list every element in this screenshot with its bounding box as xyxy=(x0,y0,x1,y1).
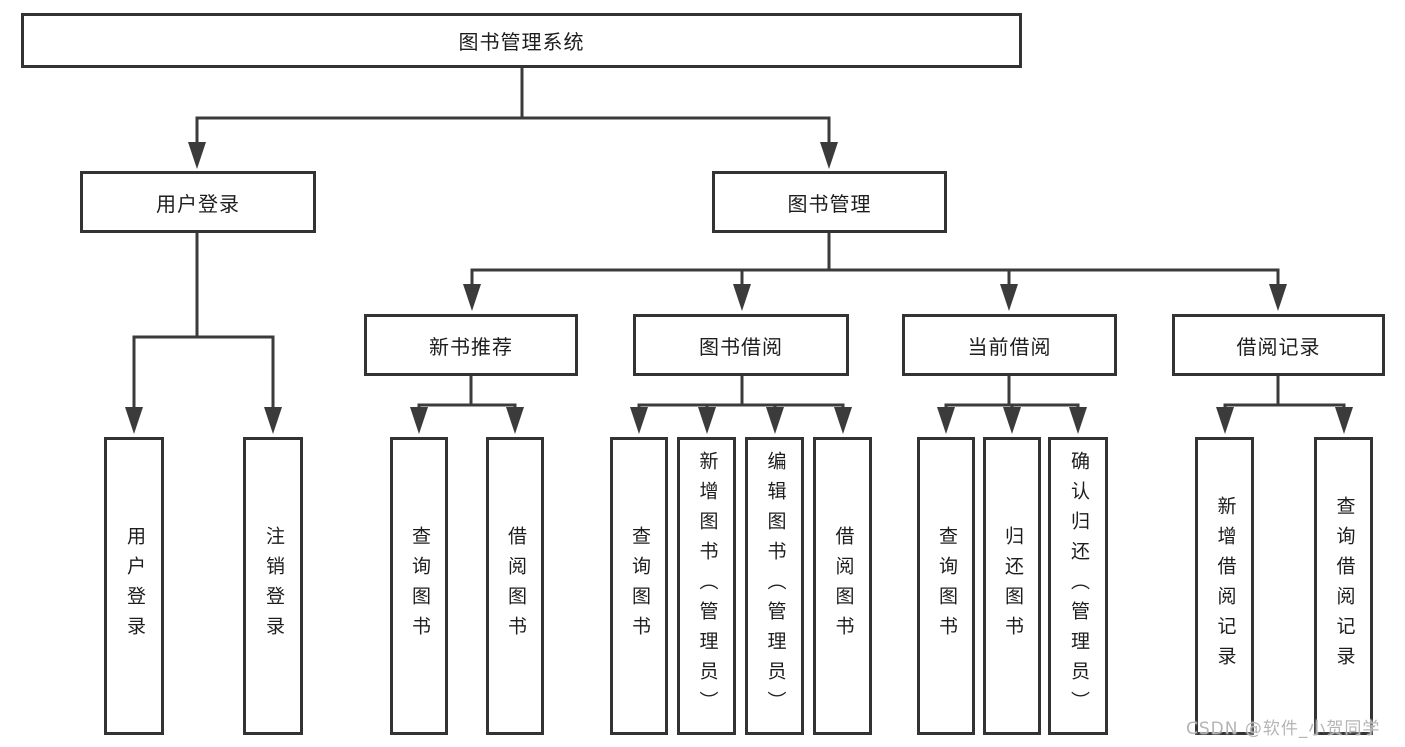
arrowheads xyxy=(125,142,1353,434)
node-user-login: 用户登录 xyxy=(80,171,316,233)
node-label: 图书借阅 xyxy=(699,334,783,359)
leaf-label: 新增图书（管理员） xyxy=(696,451,719,721)
leaf-label: 借阅图书 xyxy=(504,526,527,646)
leaf-label: 查询借阅记录 xyxy=(1333,496,1356,676)
node-label: 图书管理 xyxy=(787,191,872,216)
node-label: 图书管理系统 xyxy=(458,30,585,54)
leaf-bb-edit-books-admin: 编辑图书（管理员） xyxy=(745,437,804,735)
arrow-down-icon xyxy=(733,284,751,311)
node-label: 借阅记录 xyxy=(1236,334,1321,359)
node-book-management: 图书管理 xyxy=(712,171,947,233)
leaf-label: 查询图书 xyxy=(935,526,958,646)
node-label: 用户登录 xyxy=(156,191,240,216)
arrow-down-icon xyxy=(698,407,716,434)
csdn-watermark: CSDN @软件_小贺同学 xyxy=(1186,719,1381,739)
leaf-logout: 注销登录 xyxy=(243,437,303,735)
arrow-down-icon xyxy=(1069,407,1087,434)
node-label: 当前借阅 xyxy=(967,334,1052,359)
leaf-bb-borrow-books: 借阅图书 xyxy=(813,437,872,735)
node-book-borrowing: 图书借阅 xyxy=(633,314,849,376)
arrow-down-icon xyxy=(820,142,838,169)
leaf-rec-query-books: 查询图书 xyxy=(390,437,448,735)
leaf-user-login: 用户登录 xyxy=(104,437,164,735)
leaf-label: 借阅图书 xyxy=(832,526,855,646)
arrow-down-icon xyxy=(125,407,143,434)
arrow-down-icon xyxy=(264,407,282,434)
leaf-label: 注销登录 xyxy=(262,526,285,646)
node-root-system: 图书管理系统 xyxy=(21,13,1022,68)
arrow-down-icon xyxy=(506,407,524,434)
arrow-down-icon xyxy=(463,284,481,311)
leaf-label: 查询图书 xyxy=(628,526,651,646)
node-label: 新书推荐 xyxy=(429,334,513,359)
arrow-down-icon xyxy=(766,407,784,434)
leaf-cb-return-books: 归还图书 xyxy=(983,437,1041,735)
node-current-borrowing: 当前借阅 xyxy=(902,314,1117,376)
leaf-bb-add-books-admin: 新增图书（管理员） xyxy=(677,437,736,735)
leaf-cb-confirm-return-admin: 确认归还（管理员） xyxy=(1048,437,1108,735)
leaf-bb-query-books: 查询图书 xyxy=(610,437,668,735)
leaf-br-query-record: 查询借阅记录 xyxy=(1314,437,1373,735)
leaf-br-add-record: 新增借阅记录 xyxy=(1195,437,1254,735)
arrow-down-icon xyxy=(937,407,955,434)
arrow-down-icon xyxy=(1269,284,1287,311)
leaf-label: 编辑图书（管理员） xyxy=(764,451,787,721)
leaf-label: 新增借阅记录 xyxy=(1214,496,1237,676)
leaf-label: 归还图书 xyxy=(1001,526,1024,646)
arrow-down-icon xyxy=(834,407,852,434)
arrow-down-icon xyxy=(1216,407,1234,434)
leaf-cb-query-books: 查询图书 xyxy=(917,437,975,735)
node-new-book-recommend: 新书推荐 xyxy=(364,314,578,376)
arrow-down-icon xyxy=(630,407,648,434)
leaf-label: 用户登录 xyxy=(123,526,146,646)
leaf-label: 查询图书 xyxy=(408,526,431,646)
arrow-down-icon xyxy=(188,142,206,169)
leaf-rec-borrow-books: 借阅图书 xyxy=(486,437,544,735)
leaf-label: 确认归还（管理员） xyxy=(1067,451,1090,721)
node-borrowing-records: 借阅记录 xyxy=(1172,314,1385,376)
arrow-down-icon xyxy=(1000,284,1018,311)
arrow-down-icon xyxy=(410,407,428,434)
arrow-down-icon xyxy=(1335,407,1353,434)
arrow-down-icon xyxy=(1003,407,1021,434)
